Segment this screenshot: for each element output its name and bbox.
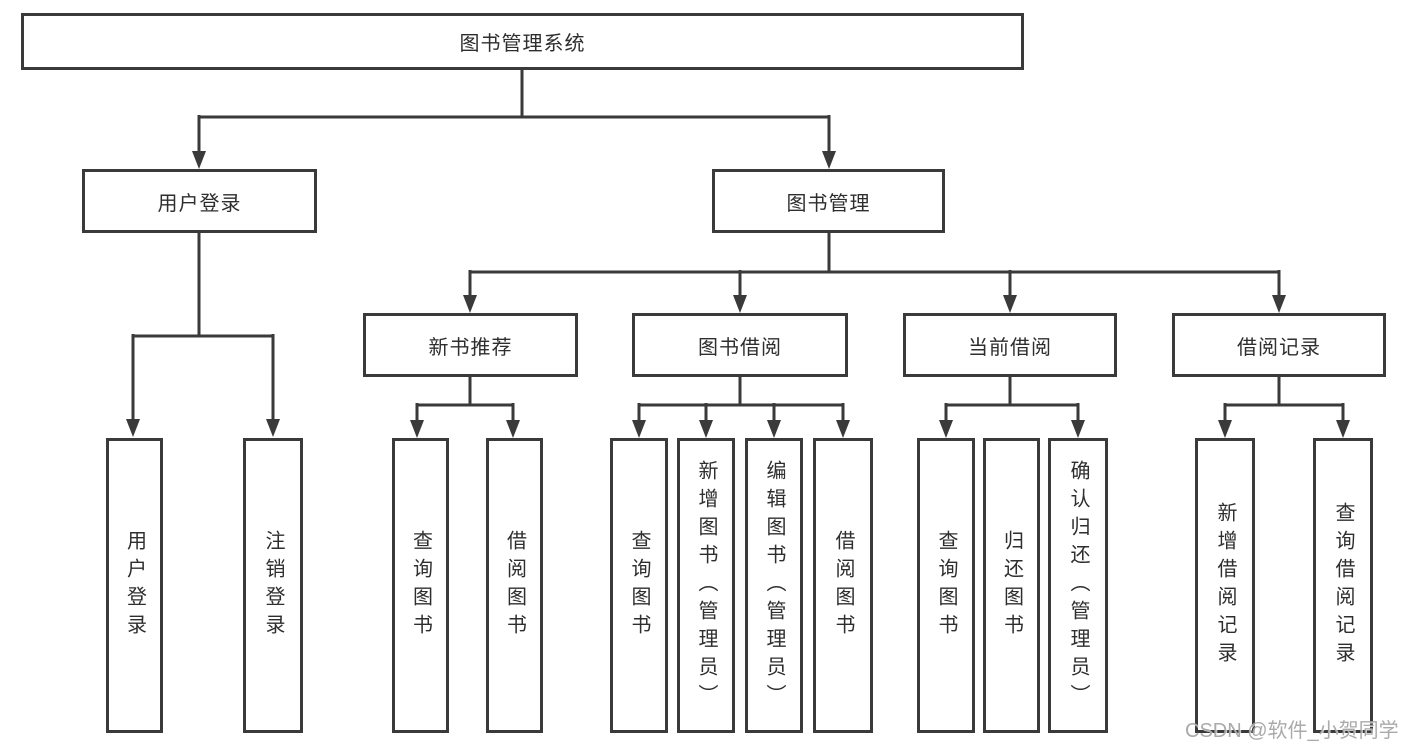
node-leaf-return-books: 归还图书 [983, 438, 1040, 733]
node-leaf-query-books-3: 查询图书 [917, 438, 975, 733]
node-root: 图书管理系统 [21, 13, 1024, 70]
node-leaf-add-books: 新增图书（管理员） [677, 438, 735, 733]
node-book-management: 图书管理 [712, 169, 945, 233]
node-leaf-borrow-books-2-label: 借阅图书 [832, 529, 854, 642]
node-current-borrow-label: 当前借阅 [968, 336, 1052, 359]
node-borrow-records-label: 借阅记录 [1237, 336, 1321, 359]
node-leaf-query-borrow-record-label: 查询借阅记录 [1332, 501, 1354, 670]
node-leaf-borrow-books-2: 借阅图书 [813, 438, 873, 733]
node-leaf-user-login-label: 用户登录 [123, 529, 146, 642]
node-user-login-label: 用户登录 [157, 192, 242, 215]
node-leaf-add-borrow-record: 新增借阅记录 [1195, 438, 1255, 733]
node-leaf-borrow-books-1: 借阅图书 [486, 438, 543, 733]
node-current-borrow: 当前借阅 [903, 313, 1117, 377]
node-book-management-label: 图书管理 [786, 192, 871, 215]
node-new-book-recommend: 新书推荐 [363, 313, 578, 377]
node-book-borrow-label: 图书借阅 [698, 336, 782, 359]
node-leaf-query-borrow-record: 查询借阅记录 [1313, 438, 1373, 733]
node-leaf-user-login: 用户登录 [106, 438, 163, 733]
node-leaf-query-books-1-label: 查询图书 [409, 529, 432, 642]
node-leaf-query-books-2-label: 查询图书 [628, 529, 650, 642]
node-leaf-confirm-return: 确认归还（管理员） [1048, 438, 1108, 733]
node-leaf-edit-books-label: 编辑图书（管理员） [763, 459, 785, 712]
node-leaf-logout: 注销登录 [243, 438, 303, 733]
node-leaf-logout-label: 注销登录 [262, 529, 284, 642]
node-leaf-query-books-1: 查询图书 [392, 438, 449, 733]
node-leaf-add-books-label: 新增图书（管理员） [695, 459, 717, 712]
node-root-label: 图书管理系统 [459, 33, 586, 55]
node-book-borrow: 图书借阅 [632, 313, 848, 377]
node-leaf-query-books-2: 查询图书 [610, 438, 668, 733]
node-leaf-add-borrow-record-label: 新增借阅记录 [1214, 501, 1236, 670]
node-leaf-query-books-3-label: 查询图书 [935, 529, 957, 642]
node-leaf-confirm-return-label: 确认归还（管理员） [1067, 459, 1089, 712]
node-user-login: 用户登录 [82, 169, 317, 233]
node-borrow-records: 借阅记录 [1172, 313, 1386, 377]
csdn-watermark: CSDN @软件_小贺同学 [1185, 720, 1399, 742]
node-new-book-recommend-label: 新书推荐 [428, 336, 513, 359]
node-leaf-borrow-books-1-label: 借阅图书 [503, 529, 526, 642]
node-leaf-edit-books: 编辑图书（管理员） [745, 438, 803, 733]
node-leaf-return-books-label: 归还图书 [1000, 529, 1023, 642]
